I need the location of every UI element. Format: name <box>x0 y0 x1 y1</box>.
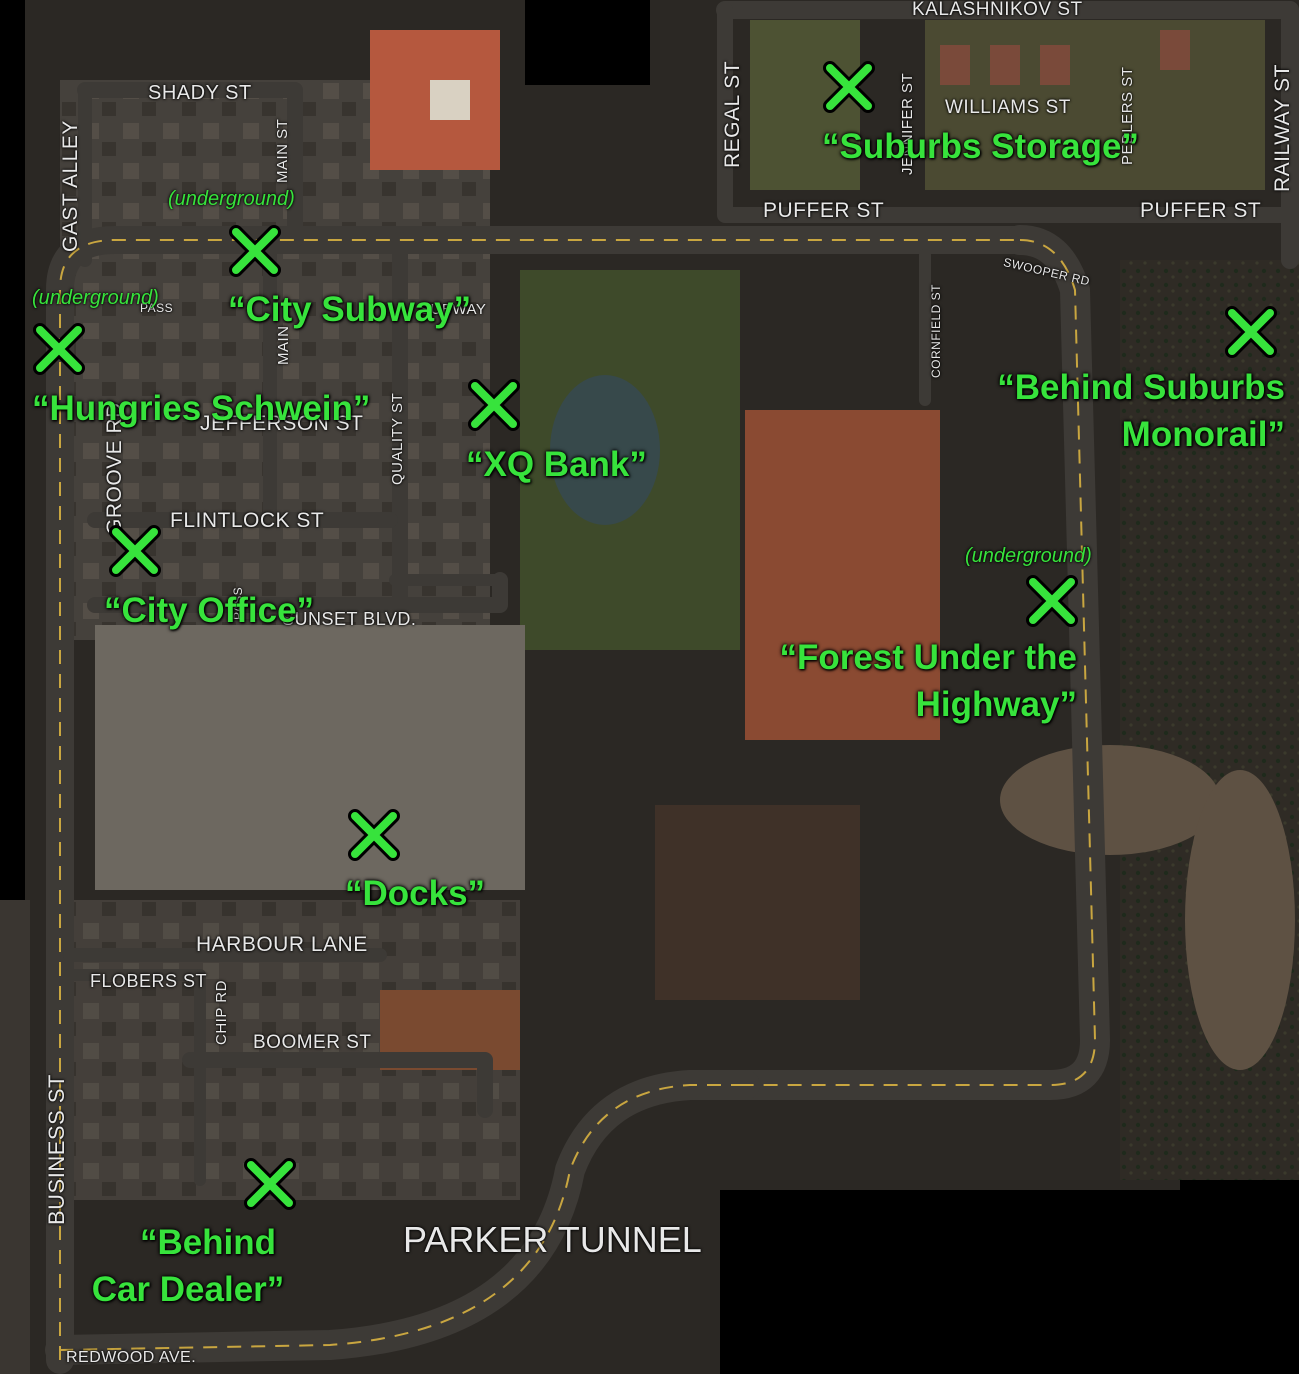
street-flobers: FLOBERS ST <box>90 971 208 991</box>
x-mark-icon <box>468 379 520 431</box>
marker-behind-car-dealer[interactable] <box>241 1155 299 1213</box>
marker-hungries-schwein[interactable] <box>30 320 88 378</box>
marker-city-office[interactable] <box>106 522 164 580</box>
marker-city-subway[interactable] <box>226 222 284 280</box>
street-regal: REGAL ST <box>721 60 744 168</box>
x-mark-icon <box>229 225 281 277</box>
street-boomer: BOOMER ST <box>253 1032 372 1053</box>
street-sunset: SUNSET BLVD. <box>282 609 417 629</box>
label-behind-car-dealer: “Behind Car Dealer” <box>68 1219 308 1314</box>
label-behind-car-dealer-line1: “Behind <box>139 1223 277 1262</box>
label-docks: “Docks” <box>345 874 486 913</box>
street-shady: SHADY ST <box>148 82 252 104</box>
label-city-office: “City Office” <box>104 591 315 630</box>
note-forest-underground: (underground) <box>965 545 1092 567</box>
street-quality: QUALITY ST <box>389 392 406 485</box>
label-city-subway: “City Subway” <box>228 290 472 329</box>
label-behind-suburbs-monorail-line1: “Behind Suburbs <box>997 368 1285 407</box>
label-forest-under-highway: “Forest Under the Highway” <box>722 634 1077 729</box>
x-mark-icon <box>109 525 161 577</box>
street-railway: RAILWAY ST <box>1271 64 1294 192</box>
label-suburbs-storage: “Suburbs Storage” <box>822 127 1139 166</box>
street-redwood: REDWOOD AVE. <box>66 1349 197 1366</box>
marker-forest-under-highway[interactable] <box>1023 572 1081 630</box>
label-xq-bank: “XQ Bank” <box>466 445 647 484</box>
x-mark-icon <box>1026 575 1078 627</box>
street-harbour: HARBOUR LANE <box>196 933 368 956</box>
street-main-top: MAIN ST <box>274 118 291 183</box>
note-hungries-underground: (underground) <box>32 287 159 309</box>
x-mark-icon <box>244 1158 296 1210</box>
street-subway-partial: SUBWAY <box>420 301 487 318</box>
street-cornfield: CORNFIELD ST <box>929 283 943 378</box>
note-subway-underground: (underground) <box>168 188 295 210</box>
label-behind-suburbs-monorail-line2: Monorail” <box>1121 415 1285 455</box>
x-mark-icon <box>33 323 85 375</box>
x-mark-icon <box>1225 306 1277 358</box>
street-pass: PASS <box>140 301 174 315</box>
label-behind-car-dealer-line2: Car Dealer” <box>91 1270 285 1310</box>
label-forest-under-highway-line2: Highway” <box>915 685 1077 725</box>
label-forest-under-highway-line1: “Forest Under the <box>779 638 1077 677</box>
marker-suburbs-storage[interactable] <box>820 58 878 116</box>
marker-behind-suburbs-monorail[interactable] <box>1222 303 1280 361</box>
street-gast-alley: GAST ALLEY <box>59 120 82 252</box>
label-hungries-schwein: “Hungries Schwein” <box>32 389 371 428</box>
street-flintlock: FLINTLOCK ST <box>170 509 325 532</box>
marker-xq-bank[interactable] <box>465 376 523 434</box>
street-business: BUSINESS ST <box>44 1074 69 1225</box>
street-jefferson: JEFFERSON ST <box>200 412 364 435</box>
label-behind-suburbs-monorail: “Behind Suburbs Monorail” <box>955 364 1285 459</box>
street-puffer-left: PUFFER ST <box>763 199 885 222</box>
street-parker-tunnel: PARKER TUNNEL <box>403 1219 702 1260</box>
street-williams: WILLIAMS ST <box>945 97 1071 118</box>
street-puffer-right: PUFFER ST <box>1140 199 1262 222</box>
x-mark-icon <box>823 61 875 113</box>
street-kalashnikov: KALASHNIKOV ST <box>912 0 1083 20</box>
marker-docks[interactable] <box>345 806 403 864</box>
x-mark-icon <box>348 809 400 861</box>
street-chip: CHIP RD <box>213 980 230 1045</box>
